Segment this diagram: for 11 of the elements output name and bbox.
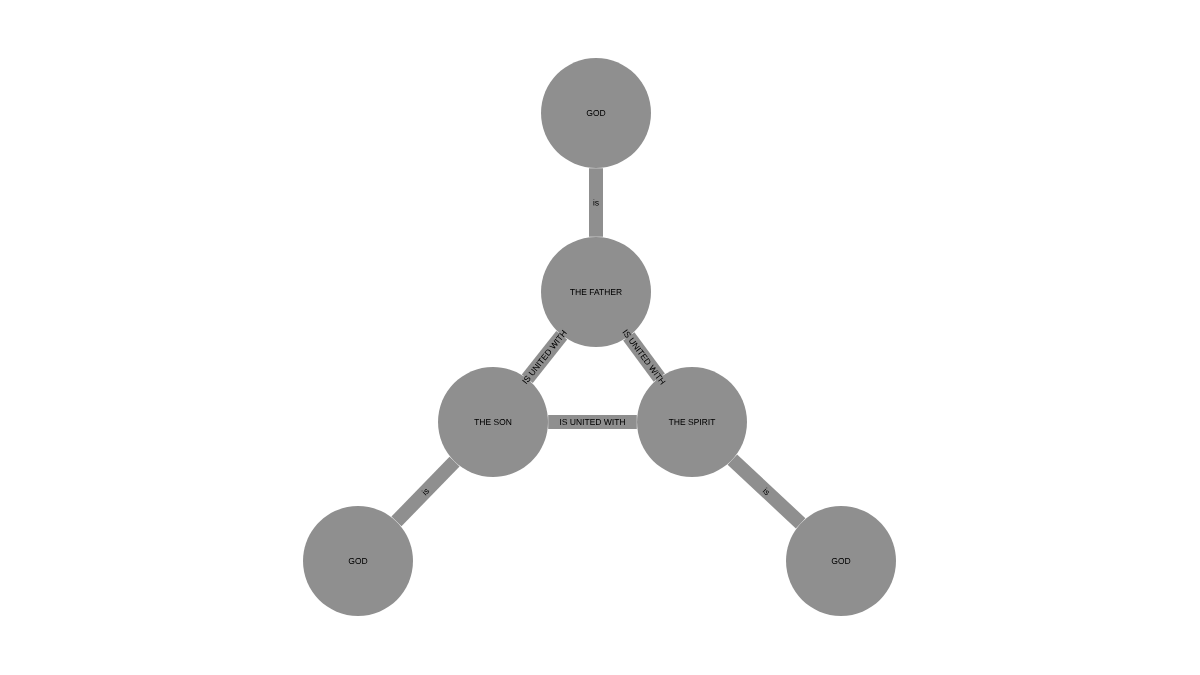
edge-label: IS UNITED WITH (558, 418, 627, 426)
edge-label: is (591, 198, 601, 207)
circle-node: GOD (303, 506, 413, 616)
connector-bar (548, 415, 637, 429)
circle-node: GOD (786, 506, 896, 616)
edge-label: is (760, 485, 773, 498)
circle-node: GOD (541, 58, 651, 168)
edge-label: is (419, 485, 432, 498)
connector-bar (391, 456, 460, 527)
connector-bar (589, 168, 603, 237)
connector-bar (727, 454, 806, 529)
